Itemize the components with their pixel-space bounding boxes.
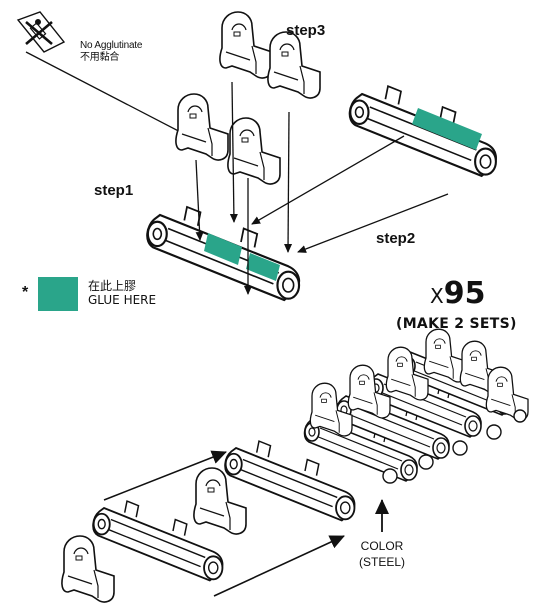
loose-horn-part: [61, 535, 115, 603]
no-glue-warning-box: [16, 11, 66, 53]
arrow-step1-b: [229, 81, 238, 223]
glue-swatch: [38, 277, 78, 311]
assembly-arrow-lower: [213, 535, 345, 597]
arrow-step3: [284, 111, 293, 253]
glue-here-en: GLUE HERE: [88, 293, 157, 307]
arrow-step2-a: [297, 193, 449, 253]
completed-track-run: [303, 328, 529, 484]
glue-asterisk: *: [22, 284, 29, 301]
glue-area-left: [204, 233, 242, 265]
glue-here-label: 在此上膠 GLUE HERE: [88, 279, 156, 307]
warning-leader-line: [25, 51, 193, 139]
make-sets-note: (MAKE 2 SETS): [396, 316, 517, 332]
quantity-label: X95: [430, 276, 485, 311]
color-steel-label: COLOR (STEEL): [352, 538, 412, 570]
steel-label: (STEEL): [358, 555, 405, 569]
assembly-arrow-upper: [103, 450, 227, 501]
base-track-link: [146, 205, 301, 302]
arrow-step1-a: [195, 159, 204, 241]
step2-label: step2: [376, 230, 416, 247]
no-glue-label: No Agglutinate 不用黏合: [80, 40, 142, 64]
step1-horn-part: [175, 93, 281, 185]
no-glue-label-en: No Agglutinate: [80, 40, 143, 51]
arrow-step2-b: [251, 135, 405, 225]
glue-area-right: [246, 253, 280, 281]
color-label: COLOR: [360, 539, 404, 553]
quantity-count: 95: [443, 276, 486, 311]
glue-here-zh: 在此上膠: [88, 279, 137, 293]
no-glue-label-zh: 不用黏合: [80, 52, 120, 63]
step3-label: step3: [286, 22, 326, 39]
step1-label: step1: [94, 182, 134, 199]
quantity-prefix: X: [430, 284, 444, 308]
glue-prohibited-icon: [25, 19, 53, 45]
glue-area-step2: [412, 108, 482, 150]
step2-track-link: [348, 85, 497, 177]
